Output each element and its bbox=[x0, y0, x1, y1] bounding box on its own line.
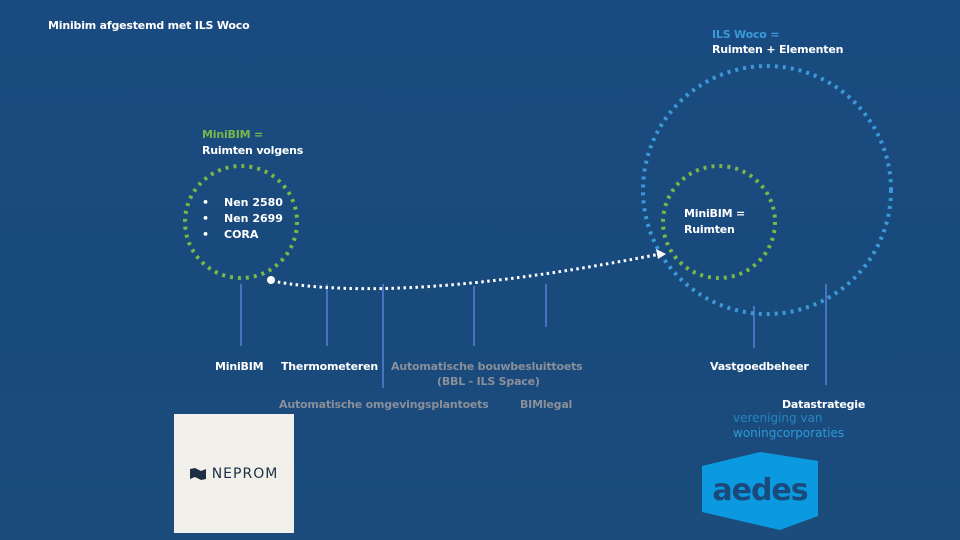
label-minibim: MiniBIM bbox=[215, 360, 264, 373]
list-item: Nen 2580 bbox=[202, 195, 283, 211]
aedes-tagline-2: woningcorporaties bbox=[733, 426, 845, 440]
list-item: CORA bbox=[202, 227, 283, 243]
neprom-text: NEPROM bbox=[211, 465, 279, 482]
arrow-head bbox=[656, 249, 666, 259]
inner-line2: Ruimten bbox=[684, 223, 735, 236]
label-bouwbesluit-sub: (BBL - ILS Space) bbox=[437, 375, 540, 388]
ils-woco-heading: ILS Woco = bbox=[712, 28, 780, 41]
label-vastgoedbeheer: Vastgoedbeheer bbox=[710, 360, 809, 373]
left-heading: MiniBIM = bbox=[202, 128, 263, 141]
left-subheading: Ruimten volgens bbox=[202, 144, 304, 157]
aedes-tagline: vereniging van woningcorporaties bbox=[733, 411, 844, 441]
label-datastrategie: Datastrategie bbox=[782, 398, 866, 411]
minibim-circle-right bbox=[661, 164, 777, 280]
label-omgevingsplan: Automatische omgevingsplantoets bbox=[279, 398, 489, 411]
arrow-path bbox=[271, 252, 661, 291]
arrow-start-dot bbox=[267, 276, 275, 284]
page-title: Minibim afgestemd met ILS Woco bbox=[48, 19, 250, 32]
ils-woco-subheading: Ruimten + Elementen bbox=[712, 43, 844, 56]
standards-list: Nen 2580 Nen 2699 CORA bbox=[202, 195, 283, 243]
label-thermometeren: Thermometeren bbox=[281, 360, 378, 373]
minibim-circle-left bbox=[183, 164, 299, 280]
aedes-tagline-1: vereniging van bbox=[733, 411, 823, 425]
ils-woco-circle bbox=[641, 64, 893, 316]
neprom-flag-icon bbox=[189, 467, 206, 480]
label-bimlegal: BIMlegal bbox=[520, 398, 573, 411]
inner-line1: MiniBIM = bbox=[684, 207, 745, 220]
list-item: Nen 2699 bbox=[202, 211, 283, 227]
label-bouwbesluit: Automatische bouwbesluittoets bbox=[391, 360, 583, 373]
neprom-logo: NEPROM bbox=[174, 414, 294, 533]
